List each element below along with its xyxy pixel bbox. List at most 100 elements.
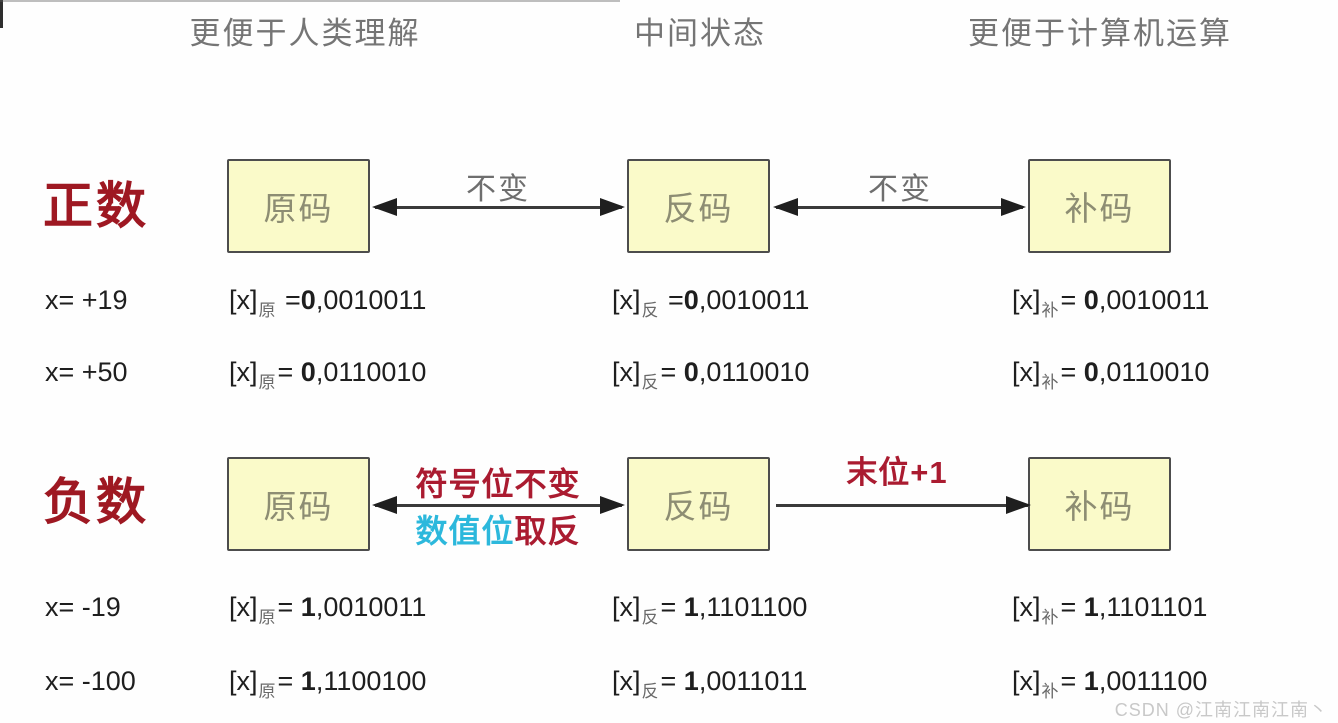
value-bits: ,0011100 xyxy=(1098,666,1208,696)
equals: = xyxy=(1060,285,1084,315)
example-row-plus50: x= +50 [x]原= 0,0110010 [x]反= 0,0110010 [… xyxy=(0,353,1338,392)
value-bits-text: 数值位 xyxy=(415,513,515,549)
code-subscript: 反 xyxy=(641,608,659,627)
bracket-x: [x] xyxy=(612,357,641,387)
arrowhead-right-icon xyxy=(600,198,625,216)
code-subscript: 补 xyxy=(1041,301,1059,320)
sign-magnitude-expression: [x]原= 0,0110010 xyxy=(229,353,426,395)
bracket-x: [x] xyxy=(1012,666,1041,696)
ones-complement-expression: [x]反= 1,1101100 xyxy=(612,588,807,630)
x-value-label: x= -100 xyxy=(45,666,136,696)
code-subscript: 补 xyxy=(1041,682,1059,701)
bracket-x: [x] xyxy=(1012,592,1041,622)
x-value-label: x= -19 xyxy=(45,592,121,622)
ones-complement-expression: [x]反= 1,0011011 xyxy=(612,662,807,704)
sign-bit: 1 xyxy=(683,666,699,696)
positive-sign-magnitude-box: 原码 xyxy=(227,159,370,253)
arrowhead-right-icon xyxy=(1001,198,1026,216)
code-subscript: 反 xyxy=(641,682,659,701)
bracket-x: [x] xyxy=(612,666,641,696)
sign-bit: 1 xyxy=(300,592,316,622)
negative-numbers-label: 负数 xyxy=(43,474,149,530)
value-bits: ,0010011 xyxy=(698,285,810,315)
value-bits: ,0010011 xyxy=(315,285,427,315)
positive-arrow2-caption: 不变 xyxy=(868,173,932,206)
x-value-label: x= +19 xyxy=(45,285,128,315)
code-subscript: 反 xyxy=(641,301,659,320)
equals: = xyxy=(277,357,301,387)
equals: = xyxy=(660,285,684,315)
arrowhead-left-icon xyxy=(773,198,798,216)
value-bits: ,0011011 xyxy=(698,666,808,696)
positive-twos-complement-box: 补码 xyxy=(1028,159,1171,253)
header-computer-friendly: 更便于计算机运算 xyxy=(968,16,1232,51)
negative-arrow2-caption: 末位+1 xyxy=(846,455,948,490)
arrow-line xyxy=(776,503,1028,507)
arrowhead-right-icon xyxy=(600,496,625,514)
equals: = xyxy=(1060,357,1084,387)
code-subscript: 补 xyxy=(1041,608,1059,627)
ones-complement-expression: [x]反 =0,0010011 xyxy=(612,281,809,323)
bracket-x: [x] xyxy=(229,285,258,315)
sign-magnitude-expression: [x]原 =0,0010011 xyxy=(229,281,426,323)
arrow-line xyxy=(776,205,1023,209)
csdn-watermark: CSDN @江南江南江南丶 xyxy=(1114,700,1328,720)
value-bits: ,1101100 xyxy=(698,592,808,622)
bracket-x: [x] xyxy=(229,357,258,387)
equals: = xyxy=(660,357,684,387)
example-row-minus19: x= -19 [x]原= 1,0010011 [x]反= 1,1101100 [… xyxy=(0,588,1338,627)
sign-bit: 1 xyxy=(300,666,316,696)
positive-arrow1-caption: 不变 xyxy=(466,173,530,206)
arrowhead-right-icon xyxy=(1006,496,1031,514)
code-subscript: 补 xyxy=(1041,373,1059,392)
code-subscript: 原 xyxy=(258,301,276,320)
header-human-friendly: 更便于人类理解 xyxy=(189,16,421,51)
negative-arrow1-caption-bottom: 数值位取反 xyxy=(398,506,598,552)
negative-arrow-yuan-fan xyxy=(372,493,625,517)
twos-complement-expression: [x]补= 1,1101101 xyxy=(1012,588,1207,630)
code-subscript: 原 xyxy=(258,373,276,392)
sign-bit: 0 xyxy=(1083,285,1099,315)
sign-bit: 0 xyxy=(300,285,316,315)
x-value-label: x= +50 xyxy=(45,357,128,387)
sign-bit: 1 xyxy=(683,592,699,622)
equals: = xyxy=(660,592,684,622)
twos-complement-expression: [x]补= 0,0010011 xyxy=(1012,281,1209,323)
value-bits: ,0010011 xyxy=(1098,285,1210,315)
arrow-line xyxy=(375,205,622,209)
bracket-x: [x] xyxy=(229,666,258,696)
value-bits: ,0110010 xyxy=(315,357,427,387)
sign-bit: 0 xyxy=(1083,357,1099,387)
bracket-x: [x] xyxy=(229,592,258,622)
bracket-x: [x] xyxy=(612,285,641,315)
positive-arrow-yuan-fan xyxy=(372,195,625,219)
positive-ones-complement-box: 反码 xyxy=(627,159,770,253)
sign-magnitude-expression: [x]原= 1,0010011 xyxy=(229,588,426,630)
bracket-x: [x] xyxy=(612,592,641,622)
sign-bit: 0 xyxy=(683,357,699,387)
sign-bit: 0 xyxy=(683,285,699,315)
value-bits: ,0110010 xyxy=(1098,357,1210,387)
equals: = xyxy=(277,592,301,622)
code-subscript: 反 xyxy=(641,373,659,392)
equals: = xyxy=(1060,666,1084,696)
positive-arrow-fan-bu xyxy=(773,195,1026,219)
sign-bit: 0 xyxy=(300,357,316,387)
header-intermediate-state: 中间状态 xyxy=(634,16,766,51)
ones-complement-expression: [x]反= 0,0110010 xyxy=(612,353,809,395)
arrowhead-left-icon xyxy=(372,496,397,514)
value-bits: ,0010011 xyxy=(315,592,427,622)
value-bits: ,0110010 xyxy=(698,357,810,387)
code-subscript: 原 xyxy=(258,682,276,701)
sign-bit: 1 xyxy=(1083,666,1099,696)
negative-twos-complement-box: 补码 xyxy=(1028,457,1171,551)
twos-complement-expression: [x]补= 1,0011100 xyxy=(1012,662,1207,704)
negative-sign-magnitude-box: 原码 xyxy=(227,457,370,551)
example-row-minus100: x= -100 [x]原= 1,1100100 [x]反= 1,0011011 … xyxy=(0,662,1338,701)
capture-artifact-left xyxy=(0,0,3,28)
equals: = xyxy=(277,285,301,315)
bracket-x: [x] xyxy=(1012,357,1041,387)
sign-bit: 1 xyxy=(1083,592,1099,622)
sign-magnitude-expression: [x]原= 1,1100100 xyxy=(229,662,426,704)
